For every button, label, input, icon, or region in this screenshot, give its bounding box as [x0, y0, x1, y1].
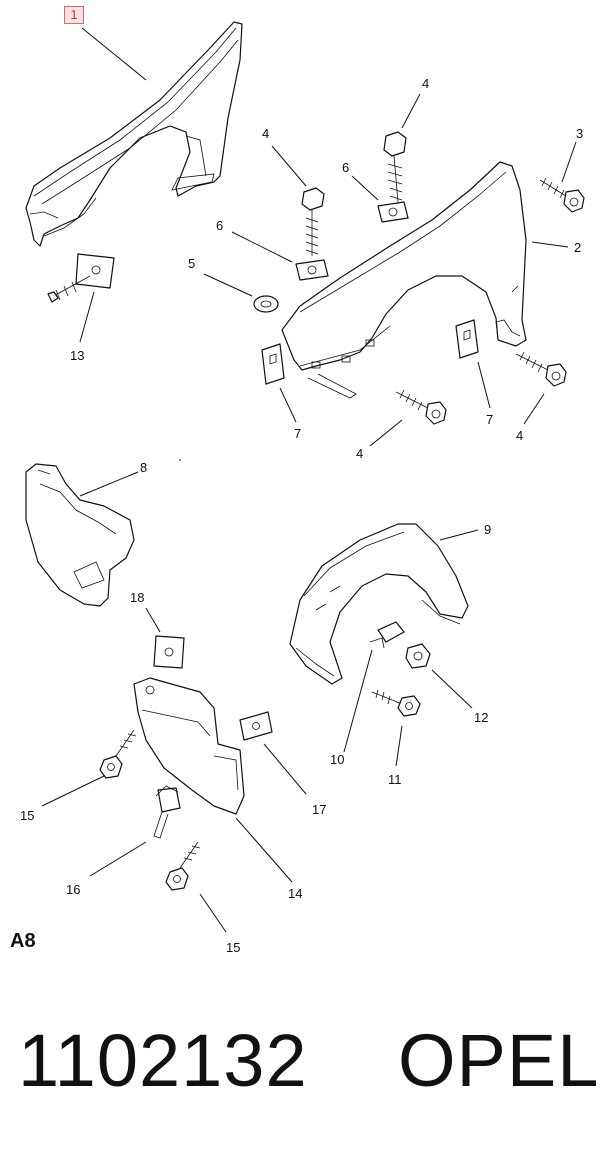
callout-11[interactable]: 11 — [388, 772, 402, 787]
bolt-part-4c[interactable] — [395, 389, 447, 425]
bolt-part-3[interactable] — [539, 177, 585, 213]
callout-15-bottom[interactable]: 15 — [226, 940, 240, 955]
callout-labels: 2 3 4 4 4 4 5 6 6 7 7 8 9 10 11 12 13 14… — [20, 76, 583, 955]
bracket-part-7b[interactable] — [455, 319, 479, 359]
callout-6-left[interactable]: 6 — [216, 218, 223, 233]
clip-part-13[interactable] — [47, 253, 115, 303]
callout-4-top-left[interactable]: 4 — [262, 126, 269, 141]
callout-18[interactable]: 18 — [130, 590, 144, 605]
clip-part-18[interactable] — [153, 635, 185, 669]
callout-8[interactable]: 8 — [140, 460, 147, 475]
bracket-part-7a[interactable] — [261, 343, 285, 385]
callout-7-left[interactable]: 7 — [294, 426, 301, 441]
fender-part-2[interactable] — [281, 161, 527, 399]
callout-9[interactable]: 9 — [484, 522, 491, 537]
push-clip-part-10[interactable] — [369, 621, 405, 649]
callout-17[interactable]: 17 — [312, 802, 326, 817]
fender-part-1[interactable] — [25, 21, 243, 247]
section-code: A8 — [10, 930, 36, 952]
callout-2[interactable]: 2 — [574, 240, 581, 255]
callout-15-left[interactable]: 15 — [20, 808, 34, 823]
callout-5[interactable]: 5 — [188, 256, 195, 271]
callout-10[interactable]: 10 — [330, 752, 344, 767]
dot-mark — [179, 459, 181, 461]
mud-flap-part-8[interactable] — [25, 463, 135, 607]
screw-part-4b[interactable] — [383, 131, 407, 203]
callout-6-right[interactable]: 6 — [342, 160, 349, 175]
parts-diagram: 2 3 4 4 4 4 5 6 6 7 7 8 9 10 11 12 13 14… — [20, 21, 585, 955]
brand-name: OPEL — [398, 1019, 600, 1102]
wheel-liner-part-9[interactable] — [289, 523, 469, 685]
nut-part-12[interactable] — [405, 643, 431, 669]
callout-3[interactable]: 3 — [576, 126, 583, 141]
callout-4-right[interactable]: 4 — [516, 428, 523, 443]
screw-part-15b[interactable] — [165, 841, 201, 891]
callout-16[interactable]: 16 — [66, 882, 80, 897]
part-number: 1102132 — [18, 1019, 308, 1102]
callout-1-highlight[interactable]: 1 — [64, 6, 84, 24]
clip-nut-part-6b[interactable] — [377, 201, 409, 223]
callout-4-top[interactable]: 4 — [422, 76, 429, 91]
screw-part-15a[interactable] — [99, 729, 137, 779]
callout-12[interactable]: 12 — [474, 710, 488, 725]
washer-part-5[interactable] — [253, 295, 279, 313]
callout-13[interactable]: 13 — [70, 348, 84, 363]
callout-4-bottom[interactable]: 4 — [356, 446, 363, 461]
push-clip-part-16[interactable] — [153, 785, 181, 839]
splash-shield-part-14[interactable] — [133, 677, 245, 815]
screw-part-4a[interactable] — [301, 187, 325, 256]
bolt-part-4d[interactable] — [515, 351, 567, 387]
callout-7-right[interactable]: 7 — [486, 412, 493, 427]
clip-part-17[interactable] — [239, 711, 273, 741]
callout-14[interactable]: 14 — [288, 886, 302, 901]
clip-nut-part-6a[interactable] — [295, 259, 329, 281]
screw-part-11[interactable] — [371, 689, 421, 717]
